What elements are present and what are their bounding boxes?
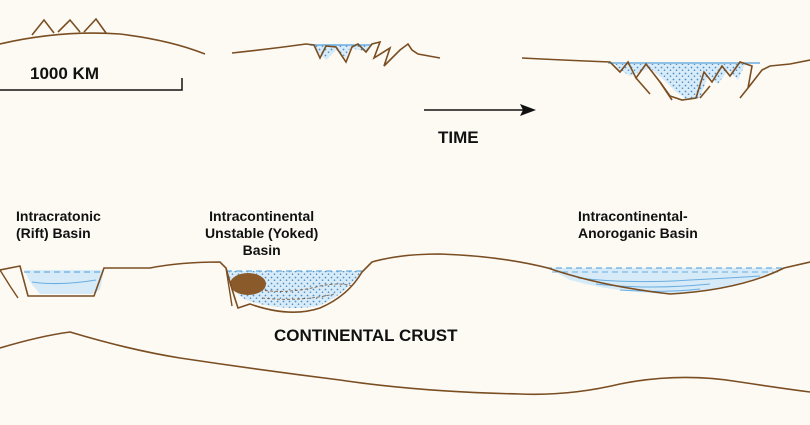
stage-3-rift-fill xyxy=(521,57,810,101)
stage-2-rift xyxy=(231,40,441,67)
basin-label-line: Intracratonic xyxy=(16,208,101,224)
scale-bar-label: 1000 KM xyxy=(30,64,99,83)
time-arrow xyxy=(424,104,536,116)
scale-bar xyxy=(0,78,183,91)
volcano-icon xyxy=(31,18,55,36)
stage-1-uplift xyxy=(0,17,206,55)
sediment-lobe xyxy=(230,273,266,295)
basin-label-line: Unstable (Yoked) xyxy=(205,225,319,241)
volcano-icon xyxy=(57,18,81,33)
crust-label: CONTINENTAL CRUST xyxy=(274,326,458,345)
basin-label-line: Anoroganic Basin xyxy=(578,225,698,241)
basin-label-line: Intracontinental xyxy=(209,208,315,224)
basin-label-anorogenic: Intracontinental- Anoroganic Basin xyxy=(578,208,698,242)
basin-label-line: Intracontinental- xyxy=(578,208,688,224)
basin-cross-section xyxy=(0,253,810,396)
basin-label-line: (Rift) Basin xyxy=(16,225,91,241)
time-label: TIME xyxy=(438,128,479,147)
volcano-icon xyxy=(83,17,107,34)
basin-label-line: Basin xyxy=(242,242,281,258)
basin-label-intracratonic: Intracratonic (Rift) Basin xyxy=(16,208,101,242)
basin-label-yoked: Intracontinental Unstable (Yoked) Basin xyxy=(205,208,318,259)
